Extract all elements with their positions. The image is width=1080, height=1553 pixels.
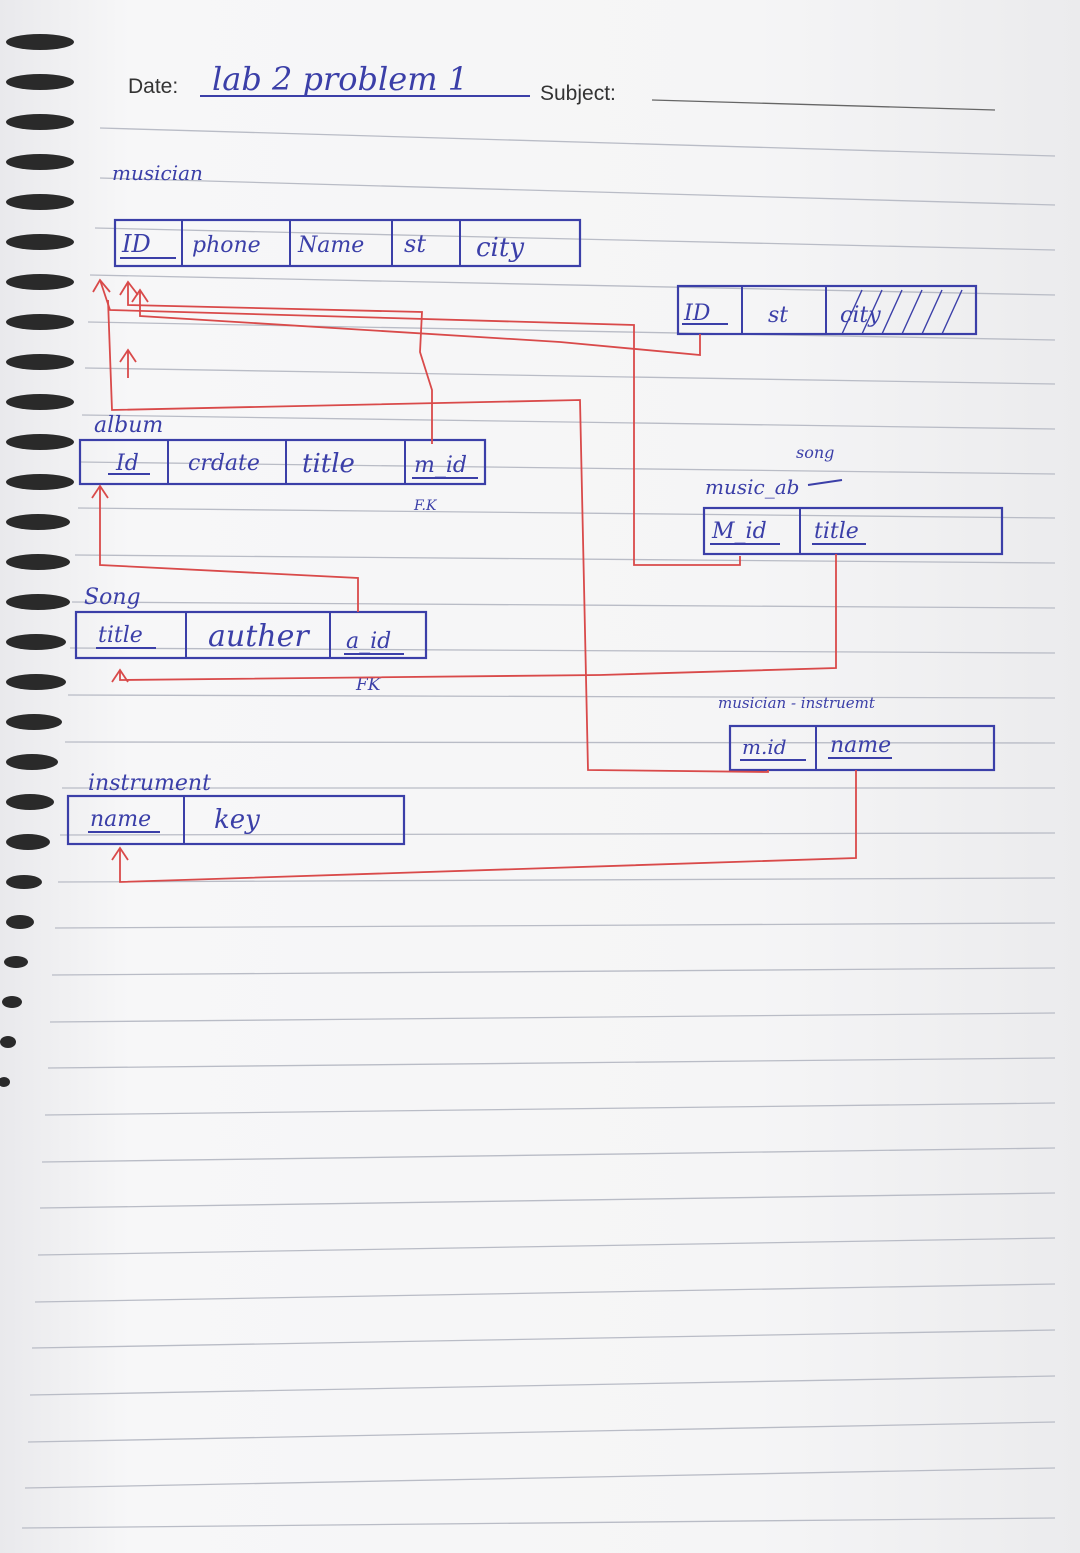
fk-mi-to-musician: [107, 299, 769, 773]
table-name: instrument: [88, 771, 211, 796]
strikethrough: [807, 479, 843, 486]
spiral-binding: [0, 34, 74, 1087]
fk-mi-to-instrument: [119, 770, 857, 883]
relationship-lines: [91, 278, 857, 883]
fk-album-to-musician: [127, 282, 433, 444]
column-title: title: [98, 623, 143, 648]
ruled-lines: [21, 127, 1056, 1529]
column-a-id: a_id: [346, 629, 391, 654]
column-key: key: [214, 805, 260, 835]
table-musician-instrument: musician - instruemt m.id name: [718, 694, 996, 772]
fk-note: F.K: [413, 498, 438, 514]
column-m-id: m_id: [414, 453, 467, 478]
table-box: [702, 506, 1004, 556]
column-auther: auther: [208, 619, 310, 654]
table-name: music_ab: [705, 475, 799, 499]
subject-underline: [651, 99, 996, 111]
table-name: album: [94, 413, 163, 438]
table-box: [113, 218, 582, 268]
date-label: Date:: [128, 75, 178, 98]
table-name: musician - instruemt: [718, 694, 876, 712]
fk-song-to-album: [99, 486, 359, 612]
table-box: [66, 794, 406, 846]
table-address: ID st city: [676, 284, 978, 336]
table-song: Song title auther a_id FK: [74, 585, 428, 695]
table-album: album Id crdate title m_id F.K: [78, 413, 487, 514]
date-value: lab 2 problem 1: [212, 60, 468, 98]
column-st: st: [404, 230, 426, 258]
fk-note: FK: [355, 675, 382, 695]
column-id: Id: [115, 451, 139, 476]
table-name: musician: [112, 161, 203, 185]
table-musician: musician ID phone Name st city: [112, 161, 582, 268]
column-id: ID: [683, 301, 711, 326]
column-m-id: M_id: [711, 519, 767, 544]
column-name: name: [830, 733, 891, 758]
column-crdate: crdate: [188, 451, 260, 476]
column-city: city: [840, 303, 881, 328]
subject-label: Subject:: [540, 82, 616, 105]
column-st: st: [768, 303, 788, 328]
table-box: [74, 610, 428, 660]
table-box: [728, 724, 996, 772]
column-name: Name: [297, 233, 364, 258]
table-name-correction: song: [796, 443, 834, 462]
table-instrument: instrument name key: [66, 771, 406, 846]
column-m-id: m.id: [742, 735, 787, 759]
table-name: Song: [84, 585, 141, 610]
column-title: title: [814, 519, 859, 544]
table-box: [78, 438, 487, 486]
table-music-song: song music_ab M_id title: [702, 443, 1004, 556]
column-city: city: [476, 233, 524, 263]
fk-music-song-to-song: [119, 554, 837, 681]
column-phone: phone: [192, 233, 261, 258]
column-id: ID: [121, 230, 151, 258]
fk-address-to-musician: [139, 290, 701, 356]
column-name: name: [90, 807, 151, 832]
column-title: title: [302, 449, 355, 479]
